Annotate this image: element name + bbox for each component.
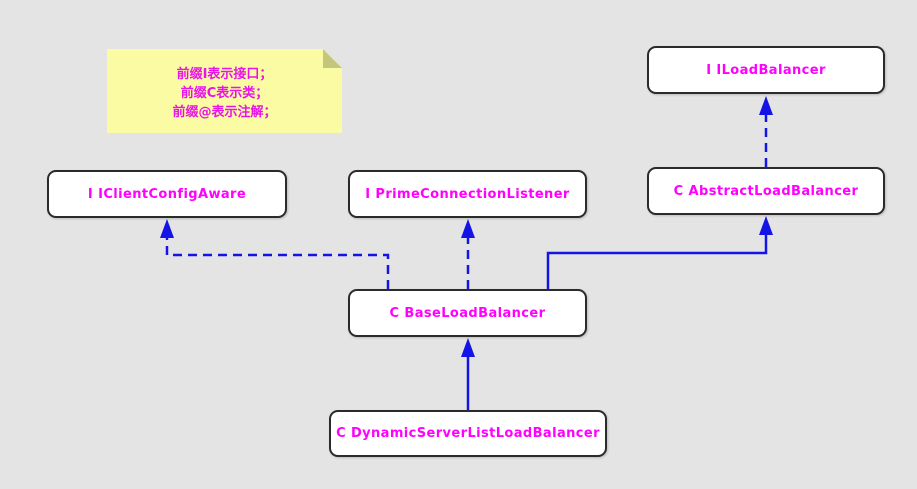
note-line-3: 前缀@表示注解； (172, 104, 277, 120)
arrowhead-primeconnectionlistener-icon (461, 219, 475, 238)
arrowhead-abstractloadbalancer-icon (759, 216, 773, 235)
node-abstractloadbalancer: C AbstractLoadBalancer (647, 167, 885, 215)
arrowhead-iloadbalancer-icon (759, 96, 773, 115)
node-dynamicserverlistloadbalancer-label: C DynamicServerListLoadBalancer (336, 426, 600, 441)
node-iloadbalancer: I ILoadBalancer (647, 46, 885, 94)
note-line-2: 前缀C表示类； (180, 85, 269, 101)
edge-base-to-abstractloadbalancer (546, 233, 768, 289)
note-line-1: 前缀I表示接口； (176, 66, 273, 82)
node-abstractloadbalancer-label: C AbstractLoadBalancer (673, 183, 859, 199)
node-dynamicserverlistloadbalancer: C DynamicServerListLoadBalancer (329, 410, 607, 457)
arrowhead-clientconfigaware-icon (160, 219, 174, 238)
node-iloadbalancer-label: I ILoadBalancer (706, 62, 826, 78)
node-primeconnectionlistener-label: I PrimeConnectionListener (365, 186, 570, 202)
node-iclientconfigaware-label: I IClientConfigAware (87, 186, 247, 202)
arrowhead-baseloadbalancer-icon (461, 338, 475, 357)
node-iclientconfigaware: I IClientConfigAware (47, 170, 287, 218)
node-baseloadbalancer-label: C BaseLoadBalancer (389, 305, 546, 321)
node-primeconnectionlistener: I PrimeConnectionListener (348, 170, 587, 218)
node-baseloadbalancer: C BaseLoadBalancer (348, 289, 587, 337)
sticky-note: 前缀I表示接口； 前缀C表示类； 前缀@表示注解； (107, 49, 342, 133)
edge-base-to-clientconfigaware (165, 236, 390, 289)
note-fold-corner-icon (323, 49, 342, 68)
